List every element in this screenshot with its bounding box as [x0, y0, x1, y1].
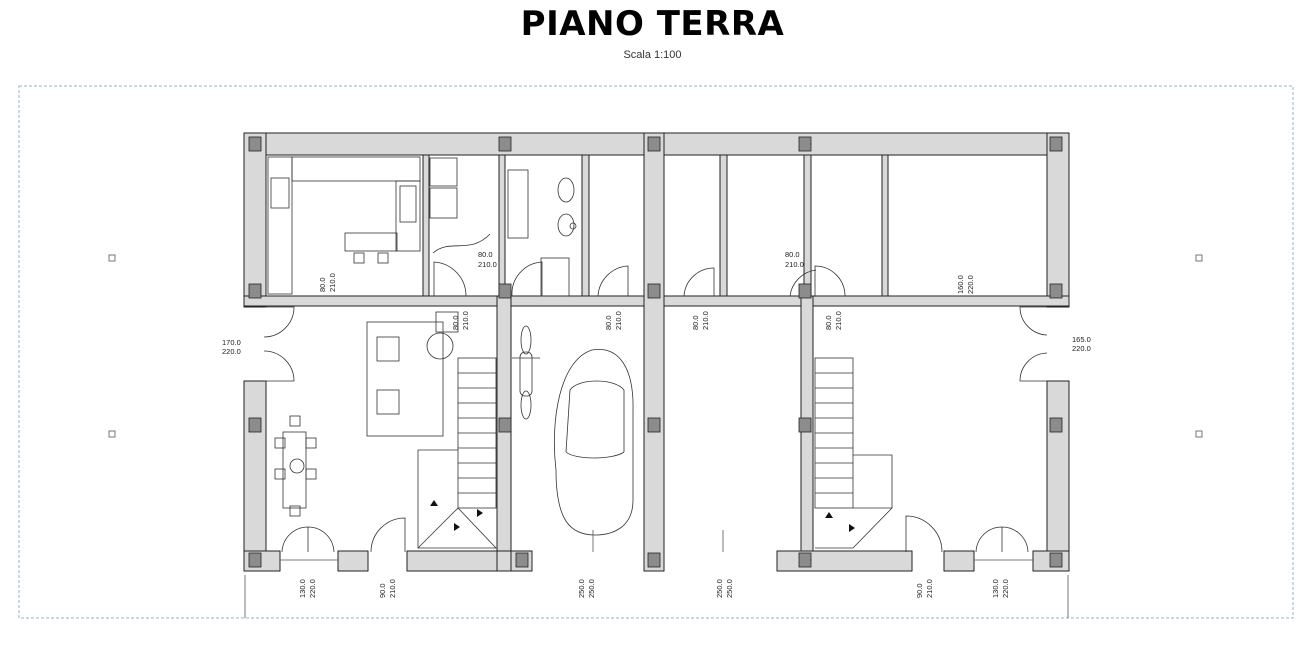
kitchen-counter: [267, 156, 421, 295]
dim-garage-door-1-width: 80.0: [604, 315, 613, 330]
dim-garage-gate-2-height: 250.0: [725, 579, 734, 598]
car-icon: [553, 348, 634, 536]
boundary-fence: [244, 559, 1069, 618]
bar-stools: [353, 252, 389, 264]
site-boundary: [18, 85, 1294, 619]
dim-bottom-door-right-height: 210.0: [925, 579, 934, 598]
dim-bottom-window-right-width: 130.0: [991, 579, 1000, 598]
stair-arrows: [430, 500, 855, 532]
dim-bottom-window-left-height: 220.0: [308, 579, 317, 598]
living-room-sofa: [366, 321, 444, 437]
survey-marker: [1195, 254, 1203, 262]
dining-table: [274, 415, 317, 517]
dim-bottom-window-left-width: 130.0: [298, 579, 307, 598]
dim-kitchen-door-width: 80.0: [318, 277, 327, 292]
dim-utility-door-width: 160.0: [956, 275, 965, 294]
svg-text:220.0: 220.0: [222, 347, 241, 356]
dim-stair-door-left-width: 80.0: [451, 315, 460, 330]
dim-store-door: 80.0 210.0: [785, 250, 804, 269]
survey-marker: [108, 430, 116, 438]
drawing-title: PIANO TERRA: [520, 4, 785, 44]
dim-stair-door-right-height: 210.0: [834, 311, 843, 330]
survey-marker: [1195, 430, 1203, 438]
svg-text:210.0: 210.0: [785, 260, 804, 269]
dim-stair-door-right-width: 80.0: [824, 315, 833, 330]
staircase-left: [417, 357, 497, 549]
garage-gate-lines: [592, 530, 724, 552]
dim-kitchen-door-height: 210.0: [328, 273, 337, 292]
dim-bottom-window-right-height: 220.0: [1001, 579, 1010, 598]
bathroom-fixtures: [507, 169, 577, 297]
dim-garage-gate-1-height: 250.0: [587, 579, 596, 598]
svg-text:80.0: 80.0: [478, 250, 493, 259]
dim-bottom-door-right-width: 90.0: [915, 583, 924, 598]
structural-columns: [248, 136, 1063, 568]
walls: [243, 132, 1070, 572]
dim-bottom-door-left-width: 90.0: [378, 583, 387, 598]
svg-text:165.0: 165.0: [1072, 335, 1091, 344]
svg-text:170.0: 170.0: [222, 338, 241, 347]
dim-garage-door-1-height: 210.0: [614, 311, 623, 330]
dim-entry-right: 165.0 220.0: [1072, 335, 1091, 353]
dim-entry-left: 170.0 220.0: [222, 338, 241, 356]
dim-garage-gate-2-width: 250.0: [715, 579, 724, 598]
dim-garage-gate-1-width: 250.0: [577, 579, 586, 598]
svg-text:220.0: 220.0: [1072, 344, 1091, 353]
dim-stair-door-left-height: 210.0: [461, 311, 470, 330]
dim-garage-door-2-width: 80.0: [691, 315, 700, 330]
survey-marker: [108, 254, 116, 262]
motorbike-icon: [512, 325, 540, 420]
staircase-right: [814, 357, 893, 549]
dim-bath-door: 80.0 210.0: [478, 250, 497, 269]
drawing-scale: Scala 1:100: [623, 49, 682, 61]
coffee-table: [426, 311, 459, 360]
door-swings: [263, 261, 1048, 553]
svg-text:210.0: 210.0: [478, 260, 497, 269]
dim-garage-door-2-height: 210.0: [701, 311, 710, 330]
dim-bottom-door-left-height: 210.0: [388, 579, 397, 598]
dim-utility-door-height: 220.0: [966, 275, 975, 294]
svg-text:80.0: 80.0: [785, 250, 800, 259]
laundry-appliances: [429, 157, 491, 254]
